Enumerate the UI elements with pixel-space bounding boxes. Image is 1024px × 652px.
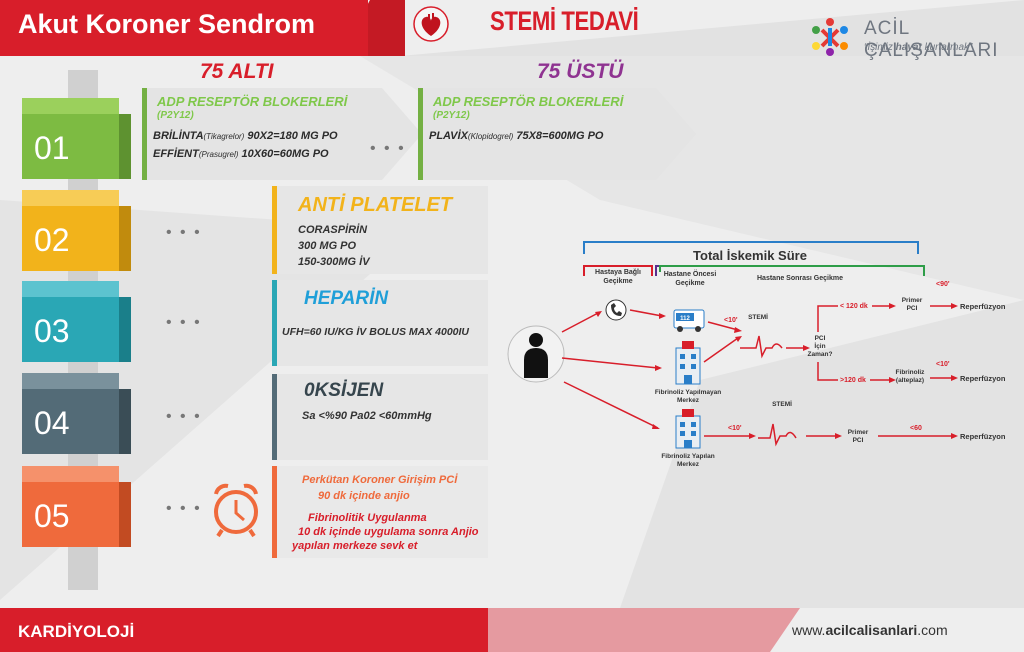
adp-card-over-75: ADP RESEPTÖR BLOKERLERİ (P2Y12) PLAVİX(K… xyxy=(418,88,696,180)
stemi-label-2: STEMİ xyxy=(772,400,792,408)
hospital-icon xyxy=(675,409,701,449)
center2-line-1: Fibrinoliz Yapılan xyxy=(661,453,714,460)
ambulance-number: 112 xyxy=(680,316,690,322)
age-under-75: 75 ALTI xyxy=(200,60,274,83)
card-title: ADP RESEPTÖR BLOKERLERİ xyxy=(157,94,348,109)
lt10-d: <10' xyxy=(936,361,950,368)
page-title: Akut Koroner Sendrom xyxy=(0,0,368,56)
reperf-3: Reperfüzyon xyxy=(960,432,1006,441)
le120-label: < 120 dk xyxy=(840,303,868,310)
step-number: 04 xyxy=(22,389,119,454)
heart-icon xyxy=(413,6,449,42)
antiplatelet-line-3: 150-300MG İV xyxy=(298,256,370,268)
heparin-title: HEPARİN xyxy=(304,288,389,309)
lt10-a: <10' xyxy=(724,317,738,324)
adp-card-under-75: ADP RESEPTÖR BLOKERLERİ (P2Y12) BRİLİNTA… xyxy=(142,88,422,180)
antiplatelet-panel: ANTİ PLATELET CORASPİRİN 300 MG PO 150-3… xyxy=(272,186,488,274)
dots-separator: • • • xyxy=(166,224,202,241)
dots-separator: • • • xyxy=(370,140,406,157)
alarm-clock-icon xyxy=(214,483,258,538)
card-subtitle: (P2Y12) xyxy=(157,110,194,121)
stemi-title: STEMİ TEDAVİ xyxy=(490,6,639,36)
total-bracket xyxy=(583,241,919,254)
pci-line-2: 90 dk içinde anjio xyxy=(318,490,410,502)
oxygen-line-1: Sa <%90 Pa02 <60mmHg xyxy=(302,410,432,422)
dots-separator: • • • xyxy=(166,314,202,331)
fibrinoliz-line-2: (alteplaz) xyxy=(896,377,924,384)
hastaya-label-1: Hastaya Bağlı xyxy=(595,269,641,276)
primer1-line-1: Primer xyxy=(902,297,923,304)
antiplatelet-title: ANTİ PLATELET xyxy=(298,194,453,216)
oxygen-title: 0KSİJEN xyxy=(304,380,384,401)
drug-brilinta: BRİLİNTA(Tikagrelor) 90X2=180 MG PO xyxy=(153,130,338,142)
center2-line-2: Merkez xyxy=(677,461,700,468)
drug-effient: EFFİENT(Prasugrel) 10X60=60MG PO xyxy=(153,148,329,160)
sonrasi-bracket xyxy=(659,265,925,276)
pci-line-5: yapılan merkeze sevk et xyxy=(292,540,418,552)
heparin-line-1: UFH=60 IU/KG İV BOLUS MAX 4000IU xyxy=(282,326,470,338)
step-number: 01 xyxy=(22,114,119,179)
center1-line-2: Merkez xyxy=(677,397,700,404)
pci-question-1: PCI xyxy=(815,335,826,342)
ambulance-icon: 112 xyxy=(673,309,705,332)
oncesi-label-2: Geçikme xyxy=(675,280,704,287)
antiplatelet-line-1: CORASPİRİN xyxy=(298,224,368,236)
logo-tagline: “İşimiz hayat kurtarmak” xyxy=(864,42,973,53)
dots-separator: • • • xyxy=(166,500,202,517)
total-label: Total İskemik Süre xyxy=(693,248,807,263)
lt60-label: <60 xyxy=(910,425,922,432)
step-number: 02 xyxy=(22,206,119,271)
ecg-wave-1 xyxy=(740,335,783,359)
hospital-icon xyxy=(675,341,701,385)
step-number: 03 xyxy=(22,297,119,362)
hastaya-bracket xyxy=(583,265,653,276)
patient-icon xyxy=(507,325,565,383)
sonrasi-label: Hastane Sonrası Geçikme xyxy=(757,275,843,282)
age-over-75: 75 ÜSTÜ xyxy=(537,60,624,83)
footer-url[interactable]: www.acilcalisanlari.com xyxy=(792,622,948,638)
antiplatelet-line-2: 300 MG PO xyxy=(298,240,357,252)
pci-line-3: Fibrinolitik Uygulanma xyxy=(308,512,427,524)
primer1-line-2: PCI xyxy=(907,305,918,312)
card-arrow-shape xyxy=(362,88,422,180)
lt10-c: <10' xyxy=(728,425,742,432)
oxygen-panel: 0KSİJEN Sa <%90 Pa02 <60mmHg xyxy=(272,374,488,460)
hastaya-label-2: Geçikme xyxy=(603,278,632,285)
pci-question-3: Zaman? xyxy=(808,351,833,358)
primer2-line-1: Primer xyxy=(848,429,869,436)
oncesi-label-1: Hastane Öncesi xyxy=(664,269,717,278)
pci-question-2: İçin xyxy=(814,342,825,350)
pci-line-1: Perkütan Koroner Girişim PCİ xyxy=(302,474,458,486)
fibrinoliz-line-1: Fibrinoliz xyxy=(896,369,926,376)
center1-line-1: Fibrinoliz Yapılmayan xyxy=(655,389,721,396)
pci-line-4: 10 dk içinde uygulama sonra Anjio xyxy=(298,526,479,538)
card-arrow-shape xyxy=(636,88,696,180)
step-number: 05 xyxy=(22,482,119,547)
gt120-label: >120 dk xyxy=(840,377,866,384)
primer2-line-2: PCI xyxy=(853,437,864,444)
pci-panel: Perkütan Koroner Girişim PCİ 90 dk içind… xyxy=(272,466,488,558)
logo-icon xyxy=(812,18,848,56)
reperf-2: Reperfüzyon xyxy=(960,374,1006,383)
phone-icon xyxy=(605,299,627,321)
drug-plavix: PLAVİX(Klopidogrel) 75X8=600MG PO xyxy=(429,130,604,142)
reperf-1: Reperfüzyon xyxy=(960,302,1006,311)
stemi-flow-diagram: Total İskemik Süre Hastaya Bağlı Geçikme… xyxy=(507,241,1006,468)
dots-separator: • • • xyxy=(166,408,202,425)
card-subtitle: (P2Y12) xyxy=(433,110,470,121)
ecg-wave-2 xyxy=(758,423,797,447)
logo-name: ACİL ÇALIŞANLARI xyxy=(864,18,999,61)
card-title: ADP RESEPTÖR BLOKERLERİ xyxy=(433,94,624,109)
heparin-panel: HEPARİN UFH=60 IU/KG İV BOLUS MAX 4000IU xyxy=(272,280,488,366)
lt90-label: <90' xyxy=(936,281,950,288)
footer-section-label: KARDİYOLOJİ xyxy=(0,608,488,652)
stemi-label-1: STEMİ xyxy=(748,313,768,321)
